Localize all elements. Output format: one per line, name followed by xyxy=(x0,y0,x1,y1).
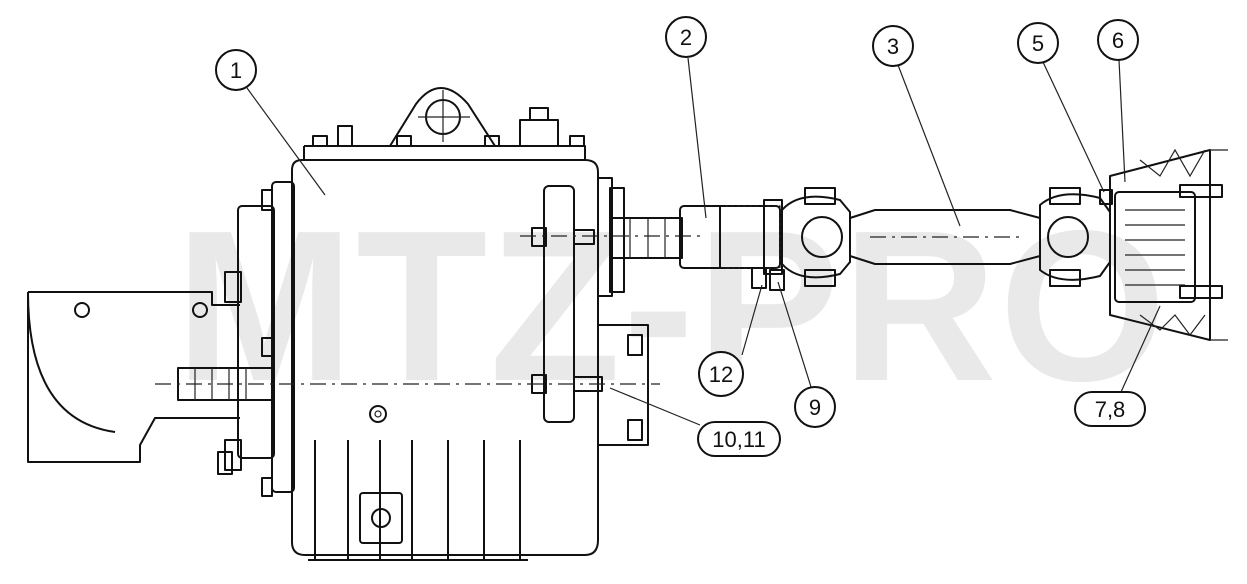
callout-5: 5 xyxy=(1017,22,1059,64)
pulley-hub xyxy=(1099,148,1228,341)
svg-text:12: 12 xyxy=(709,362,733,387)
svg-text:9: 9 xyxy=(809,395,821,420)
mounting-bracket xyxy=(27,291,240,463)
callout-9: 9 xyxy=(794,386,836,428)
svg-text:6: 6 xyxy=(1112,28,1124,53)
callout-12: 12 xyxy=(698,351,744,397)
svg-text:5: 5 xyxy=(1032,31,1044,56)
callout-1: 1 xyxy=(215,49,257,91)
output-shaft-coupling xyxy=(611,199,785,291)
callout-2: 2 xyxy=(665,16,707,58)
callout-10-11: 10,11 xyxy=(697,421,781,457)
svg-text:10,11: 10,11 xyxy=(712,427,765,452)
callout-6: 6 xyxy=(1097,19,1139,61)
svg-text:3: 3 xyxy=(887,34,899,59)
leader-lines xyxy=(246,57,1161,426)
callout-7-8: 7,8 xyxy=(1074,391,1146,427)
watermark: MTZ-PRO xyxy=(175,185,1168,426)
callout-3: 3 xyxy=(872,25,914,67)
gearbox-housing xyxy=(155,87,700,561)
svg-text:7,8: 7,8 xyxy=(1095,397,1126,422)
svg-text:1: 1 xyxy=(230,58,242,83)
svg-text:2: 2 xyxy=(680,25,692,50)
